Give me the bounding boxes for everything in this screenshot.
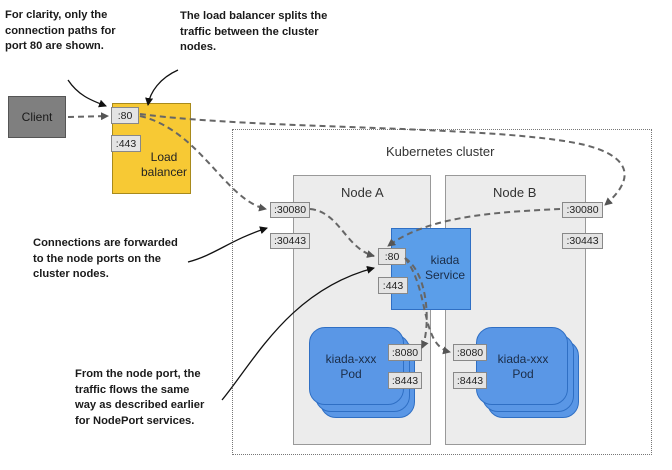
callout-node-port-arrow [221,265,375,401]
note-load-balancer: The load balancer splits the traffic bet… [180,9,327,56]
note-node-port-line3: way as described earlier [75,399,205,411]
flow-service-to-pod-a [404,257,429,349]
callout-clarity-arrow [67,79,107,108]
note-load-balancer-line1: The load balancer splits the [180,10,328,22]
node-b-port-30443: :30443 [562,233,603,249]
note-clarity-line3: port 80 are shown. [5,40,104,52]
note-clarity-line2: connection paths for [5,24,116,37]
note-load-balancer-line2: traffic between the cluster [180,25,319,38]
pod-b [476,327,568,405]
note-load-balancer-line3: nodes. [180,41,217,53]
pod-a [309,327,404,405]
service-port-443: :443 [378,277,408,294]
note-node-port-line4: for NodePort services. [75,414,195,427]
node-b-port-30080: :30080 [562,202,603,218]
flow-node-a-to-service [309,208,375,258]
note-forwarded-line1: Connections are forwarded [33,237,178,249]
pod-b-port-8080: :8080 [453,344,487,361]
flow-client-to-lb [67,112,109,121]
node-b-label: Node B [493,185,537,200]
callout-forwarded-arrow [187,226,268,263]
pod-b-port-8443: :8443 [453,372,487,389]
pod-a-label-line2: Pod [340,367,362,381]
node-a-port-30443: :30443 [270,233,310,249]
service-label-line1: kiada [430,253,460,267]
flow-lb-to-node-b [139,113,626,206]
load-balancer-label-line2: balancer [140,165,188,179]
load-balancer-label-line1: Load [150,150,178,164]
service-label-line2: Service [424,268,465,282]
pod-a-port-8443: :8443 [388,372,422,389]
note-clarity-line1: For clarity, only the [5,9,108,21]
service-port-80: :80 [378,248,406,265]
pod-a-label: kiada-xxx Pod [318,352,384,382]
pod-b-label: kiada-xxx Pod [490,352,556,382]
kubernetes-cluster-label: Kubernetes cluster [386,144,495,159]
pod-b-label-line1: kiada-xxx [497,352,549,366]
note-forwarded: Connections are forwarded to the node po… [33,236,178,283]
pod-a-label-line1: kiada-xxx [325,352,377,366]
lb-port-80: :80 [111,107,139,124]
client-label: Client [21,110,53,124]
pod-a-port-8080: :8080 [388,344,422,361]
note-node-port-line2: traffic flows the same [75,383,190,396]
note-clarity: For clarity, only the connection paths f… [5,8,116,55]
callout-load-balancer-arrow [145,69,179,106]
load-balancer-label: Load balancer [140,150,188,180]
note-forwarded-line3: cluster nodes. [33,268,109,280]
note-node-port: From the node port, the traffic flows th… [75,367,204,429]
note-forwarded-line2: to the node ports on the [33,252,162,265]
kubernetes-cluster-boundary [232,129,652,455]
service-label: kiada Service [420,253,470,283]
lb-port-443: :443 [111,135,141,152]
kiada-service [391,228,471,310]
flow-node-b-to-service [387,208,561,247]
flow-service-to-pod-b [404,257,451,355]
flow-lb-to-node-a [139,115,267,212]
node-a-port-30080: :30080 [270,202,310,218]
pod-b-label-line2: Pod [512,367,534,381]
node-a-label: Node A [341,185,384,200]
note-node-port-line1: From the node port, the [75,368,201,380]
client-box: Client [8,96,66,138]
